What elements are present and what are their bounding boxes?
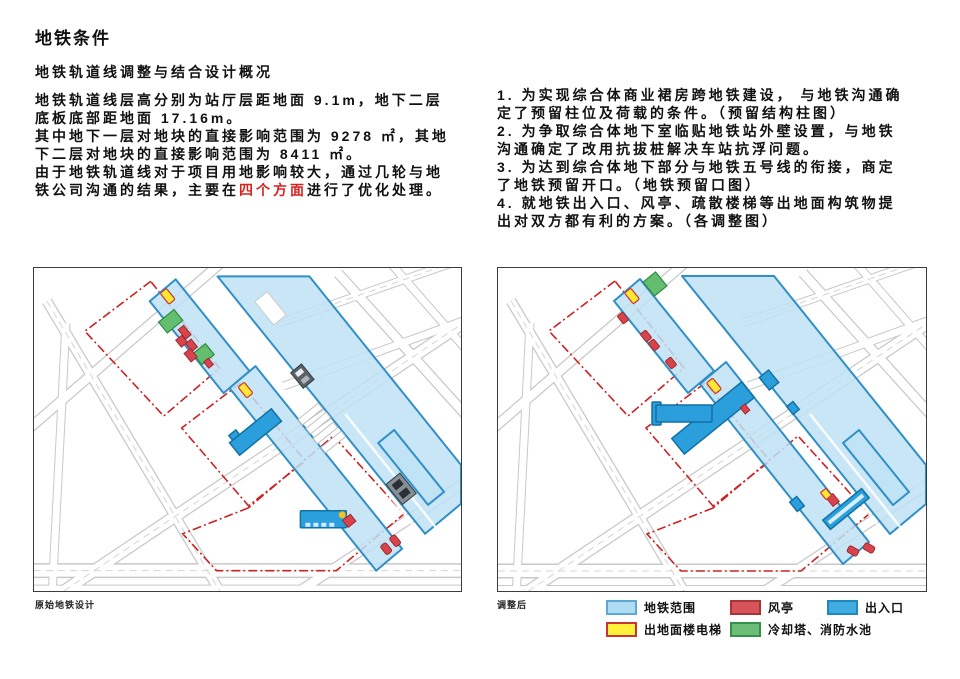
- paragraph-line: 地铁轨道线层高分别为站厅层距地面 9.1m，地下二层: [35, 92, 443, 108]
- numbered-item-line: 沟通确定了改用抗拔桩解决车站抗浮问题。: [497, 141, 820, 157]
- numbered-item-line: 2. 为争取综合体地下室临贴地铁站外壁设置，与地铁: [497, 123, 896, 139]
- legend-label: 出地面楼电梯: [644, 623, 723, 637]
- map-original-design: [33, 267, 462, 592]
- platform-lines: [330, 413, 438, 541]
- subway-range-area: [613, 275, 926, 565]
- road-network: [498, 268, 926, 591]
- legend-item: 出入口: [827, 599, 904, 616]
- exit-markers: [651, 368, 871, 531]
- numbered-item-line: 3. 为达到综合体地下部分与地铁五号线的衔接，商定: [497, 159, 896, 175]
- legend-swatch: [827, 600, 858, 615]
- station-equipment: [254, 290, 417, 506]
- legend-item: 出地面楼电梯: [606, 621, 722, 638]
- caption-original-design: 原始地铁设计: [35, 600, 96, 610]
- paragraph-line: 由于地铁轨道线对于项目用地影响较大，通过几轮与地: [35, 164, 443, 180]
- numbered-item-line: 4. 就地铁出入口、风亭、疏散楼梯等出地面构筑物提: [497, 195, 896, 211]
- stair-markers: [624, 288, 832, 500]
- numbered-items: 1. 为实现综合体商业裙房跨地铁建设， 与地铁沟通确定了预留柱位及荷载的条件。（…: [497, 86, 942, 230]
- paragraph-line: 下二层对地块的直接影响范围为 8411 ㎡。: [35, 146, 364, 162]
- map-original-svg: [34, 268, 461, 591]
- platform-lines: [795, 413, 902, 541]
- legend-item: 地铁范围: [606, 599, 696, 616]
- left-text-column: 地铁轨道线调整与结合设计概况 地铁轨道线层高分别为站厅层距地面 9.1m，地下二…: [35, 62, 475, 199]
- paragraph-line: 底板底部距地面 17.16m。: [35, 110, 244, 126]
- map-adjusted-design: [497, 267, 927, 592]
- road-network: [34, 268, 461, 591]
- cooling-tower-markers: [642, 271, 668, 297]
- legend-label: 冷却塔、消防水池: [768, 623, 873, 637]
- exit-arm: [299, 510, 348, 529]
- legend-swatch: [730, 622, 761, 637]
- caption-adjusted: 调整后: [497, 600, 528, 610]
- legend-item: 冷却塔、消防水池: [730, 621, 872, 638]
- legend-label: 风亭: [768, 601, 795, 615]
- exit-markers: [227, 407, 348, 529]
- page-title: 地铁条件: [35, 29, 111, 48]
- stair-markers: [160, 288, 346, 519]
- paragraph-line: 铁公司沟通的结果，主要在四个方面进行了优化处理。: [35, 182, 443, 198]
- crosswalk-stripes: [297, 402, 347, 454]
- numbered-item-line: 定了预留柱位及荷载的条件。（预留结构柱图）: [497, 105, 847, 121]
- highlighted-text: 四个方面: [239, 182, 307, 198]
- legend-item: 风亭: [730, 599, 794, 616]
- numbered-item-line: 出对双方都有利的方案。（各调整图）: [497, 213, 779, 229]
- right-text-column: 1. 为实现综合体商业裙房跨地铁建设， 与地铁沟通确定了预留柱位及荷载的条件。（…: [497, 86, 942, 230]
- numbered-item-line: 1. 为实现综合体商业裙房跨地铁建设， 与地铁沟通确: [497, 87, 903, 103]
- legend-label: 出入口: [865, 601, 905, 615]
- paragraph-line: 其中地下一层对地块的直接影响范围为 9278 ㎡，其地: [35, 128, 449, 144]
- legend-swatch: [606, 600, 637, 615]
- wind-pavilion-markers: [175, 324, 402, 555]
- left-paragraphs: 地铁轨道线层高分别为站厅层距地面 9.1m，地下二层底板底部距地面 17.16m…: [35, 91, 475, 199]
- section-heading: 地铁轨道线调整与结合设计概况: [35, 64, 273, 80]
- legend-swatch: [606, 622, 637, 637]
- legend-label: 地铁范围: [644, 601, 697, 615]
- map-adjusted-svg: [498, 268, 926, 591]
- legend-swatch: [730, 600, 761, 615]
- numbered-item-line: 了地铁预留开口。（地铁预留口图）: [497, 177, 762, 193]
